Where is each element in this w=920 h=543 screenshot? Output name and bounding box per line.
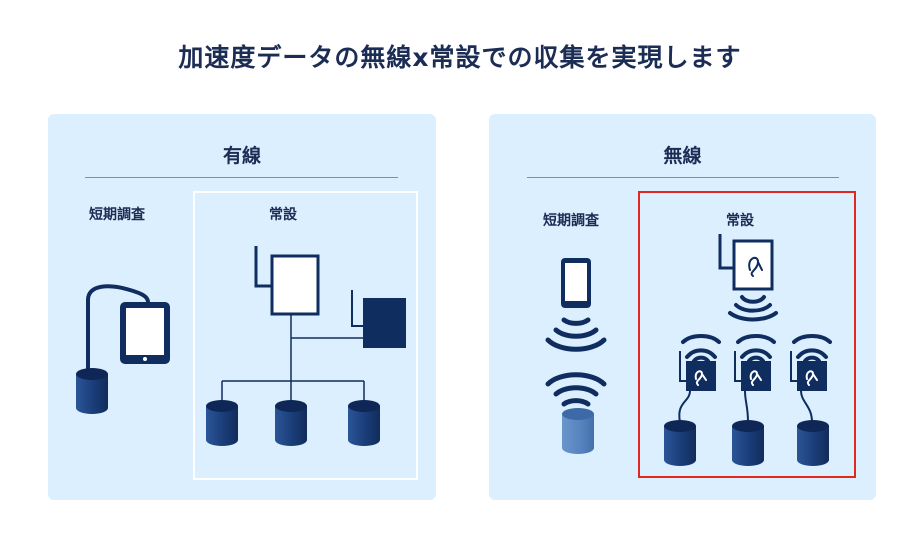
- wireless-permanent-label: 常設: [726, 213, 754, 229]
- node-cables: [678, 390, 813, 423]
- wifi-waves-icon: [796, 348, 828, 363]
- tablet-icon: [120, 302, 170, 364]
- wifi-waves-icon: [545, 372, 607, 407]
- wifi-waves-icon: [740, 348, 772, 363]
- router-icon: [351, 290, 406, 348]
- sensor-cylinder-icon: [797, 420, 829, 466]
- wireless-short-term-label: 短期調査: [543, 213, 599, 229]
- wireless-divider: [527, 177, 839, 178]
- wiring-lines: [221, 314, 365, 405]
- wired-permanent-label: 常設: [269, 207, 297, 223]
- wifi-waves-icon: [681, 334, 832, 344]
- sensor-cylinder-icon: [562, 408, 594, 454]
- logger-icon: [254, 246, 320, 316]
- permanent-frame-wireless: [638, 191, 856, 478]
- permanent-frame-wired: [193, 191, 418, 480]
- wifi-waves-icon: [685, 348, 717, 363]
- wired-short-term-label: 短期調査: [89, 207, 145, 223]
- logger-icon: [718, 234, 774, 291]
- sensor-cylinder-icon: [664, 420, 696, 466]
- wired-divider: [85, 177, 398, 178]
- sensor-cylinder-icon: [275, 400, 307, 446]
- wireless-heading: 無線: [663, 145, 702, 167]
- page-title: 加速度データの無線x常設での収集を実現します: [178, 43, 742, 72]
- sensor-cylinder-icon: [348, 400, 380, 446]
- wired-heading: 有線: [222, 145, 261, 167]
- cable: [86, 284, 150, 370]
- sensor-cylinder-icon: [76, 368, 108, 414]
- wifi-waves-icon: [545, 317, 607, 352]
- sensor-cylinder-icon: [206, 400, 238, 446]
- sensor-cylinder-icon: [732, 420, 764, 466]
- smartphone-icon: [561, 258, 591, 308]
- wifi-waves-icon: [728, 295, 778, 322]
